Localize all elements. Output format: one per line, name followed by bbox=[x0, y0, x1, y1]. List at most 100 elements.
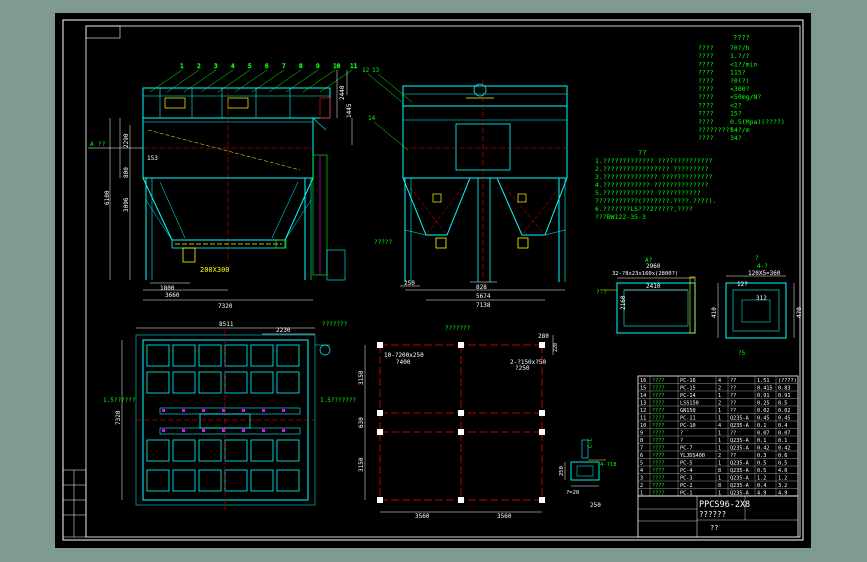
parts-cell: 4.9 bbox=[778, 491, 787, 497]
foundation-plan: 3150 630 3150 3560 3560 280 220 10-?200x… bbox=[358, 325, 559, 520]
spec-key: ???? bbox=[698, 52, 714, 60]
plan-top-label: ??????? bbox=[322, 321, 348, 328]
fan-label: ????? bbox=[374, 239, 392, 246]
front-callout-3: 3 bbox=[214, 63, 218, 70]
found-hole-label-2: 2-?150x?50 bbox=[510, 359, 547, 366]
parts-cell: PC-10 bbox=[680, 423, 696, 429]
anchor-dot bbox=[182, 409, 185, 412]
side-dim-828: 828 bbox=[476, 284, 487, 291]
parts-cell: 1 bbox=[718, 446, 721, 452]
note-line: 6.???????LS???2?????,???? bbox=[595, 205, 693, 213]
plan-dim-7320: 7320 bbox=[115, 410, 122, 425]
parts-cell: ???? bbox=[652, 483, 665, 489]
foundation-pad bbox=[458, 429, 464, 435]
parts-cell: ? bbox=[680, 438, 683, 444]
filter-cell bbox=[250, 371, 274, 394]
filter-cell bbox=[276, 371, 300, 394]
parts-cell: 1 bbox=[640, 491, 643, 497]
found-dim-280: 280 bbox=[538, 333, 549, 340]
parts-cell: ???? bbox=[652, 461, 665, 467]
spec-title: ???? bbox=[733, 34, 750, 42]
found-hole-label-2b: ?250 bbox=[515, 365, 530, 372]
parts-cell: ?? bbox=[730, 408, 736, 414]
spec-key: ???? bbox=[698, 69, 714, 77]
parts-cell: 8 bbox=[718, 483, 721, 489]
front-callout-8: 8 bbox=[299, 63, 303, 70]
found-dim-3150a: 3150 bbox=[358, 370, 365, 385]
notes-block: ?? 1.????????????? ??????????????2.?????… bbox=[595, 149, 716, 221]
filter-cell bbox=[172, 344, 196, 367]
parts-cell: Q235-A bbox=[730, 416, 750, 422]
spec-value: 70?/h bbox=[730, 44, 750, 52]
foundation-pad bbox=[539, 410, 545, 416]
front-dim-2440: 2440 bbox=[339, 85, 346, 100]
parts-cell: (????) bbox=[778, 378, 797, 384]
parts-cell: 2 bbox=[718, 386, 721, 392]
filter-cell bbox=[250, 344, 274, 367]
title-code: PPCS96-2X8 bbox=[699, 500, 750, 510]
parts-cell: 4 bbox=[718, 378, 721, 384]
detail-b: ? 4-? 120X5=360 12? 312 410 4?0 ?5 bbox=[711, 255, 803, 357]
parts-cell: 2 bbox=[640, 483, 643, 489]
front-callout-1: 1 bbox=[180, 63, 184, 70]
title-sub: ?????? bbox=[699, 510, 726, 519]
parts-cell: 14 bbox=[640, 393, 646, 399]
anchor-dot bbox=[282, 429, 285, 432]
foundation-pad bbox=[539, 342, 545, 348]
foundation-pad bbox=[458, 342, 464, 348]
parts-cell: Q235-A bbox=[730, 438, 750, 444]
filter-cell bbox=[172, 371, 196, 394]
front-callout-2: 2 bbox=[197, 63, 201, 70]
parts-cell: GN150 bbox=[680, 408, 696, 414]
filter-cell bbox=[198, 371, 222, 394]
parts-cell: 1 bbox=[718, 461, 721, 467]
filter-cell bbox=[276, 439, 300, 462]
parts-cell: 0.42 bbox=[778, 446, 791, 452]
parts-cell: PC-4 bbox=[680, 468, 693, 474]
front-dim-800: 800 bbox=[123, 167, 130, 178]
parts-cell: ?? bbox=[730, 378, 736, 384]
parts-cell: 0.91 bbox=[757, 393, 770, 399]
parts-cell: 16 bbox=[640, 378, 646, 384]
anchor-dot bbox=[202, 409, 205, 412]
parts-cell: 4.9 bbox=[757, 491, 766, 497]
parts-cell: 1 bbox=[718, 438, 721, 444]
note-line: 1.????????????? ?????????????? bbox=[595, 157, 712, 165]
spec-block: ???? ????70?/h????1.?/?????<1?/min????11… bbox=[698, 34, 785, 142]
detail-b-dim-box: 312 bbox=[756, 295, 767, 302]
parts-cell: YLJDS400 bbox=[680, 453, 705, 459]
parts-cell: ???? bbox=[652, 393, 665, 399]
spec-value: 34? bbox=[730, 134, 742, 142]
left-margin-strip bbox=[62, 469, 87, 538]
parts-cell: 0.1 bbox=[757, 423, 766, 429]
detail-b-dim-right: 4?0 bbox=[796, 307, 803, 318]
foundation-pad bbox=[377, 497, 383, 503]
parts-cell: PC-16 bbox=[680, 378, 696, 384]
front-dim-7320: 7320 bbox=[218, 303, 233, 310]
parts-cell: PC-11 bbox=[680, 416, 696, 422]
filter-cell bbox=[146, 371, 170, 394]
spec-key: ???? bbox=[698, 110, 714, 118]
front-callout-10: 10 bbox=[333, 63, 341, 70]
parts-cell: 0.1 bbox=[757, 438, 766, 444]
filter-cell bbox=[250, 469, 274, 492]
detail-b-dim-inner: 12? bbox=[737, 281, 748, 288]
front-dim-1445: 1445 bbox=[346, 103, 353, 118]
spec-key: ???? bbox=[698, 44, 714, 52]
spec-value: 115? bbox=[730, 69, 746, 77]
detail-b-note: 4-? bbox=[757, 263, 768, 270]
anchor-dot bbox=[162, 409, 165, 412]
inner-frame bbox=[85, 25, 801, 538]
parts-cell: 1.51 bbox=[757, 378, 770, 384]
parts-cell: ???? bbox=[652, 453, 665, 459]
detail-b-marker: ?5 bbox=[738, 350, 746, 357]
parts-cell: 0.07 bbox=[778, 431, 791, 437]
found-dim-630: 630 bbox=[358, 417, 365, 428]
detail-c-dim-h: 250 bbox=[590, 502, 601, 509]
parts-cell: PC-5 bbox=[680, 461, 693, 467]
parts-cell: 0.5 bbox=[778, 461, 787, 467]
spec-rows: ????70?/h????1.?/?????<1?/min????115????… bbox=[698, 44, 785, 142]
spec-key: ???? bbox=[698, 118, 714, 126]
